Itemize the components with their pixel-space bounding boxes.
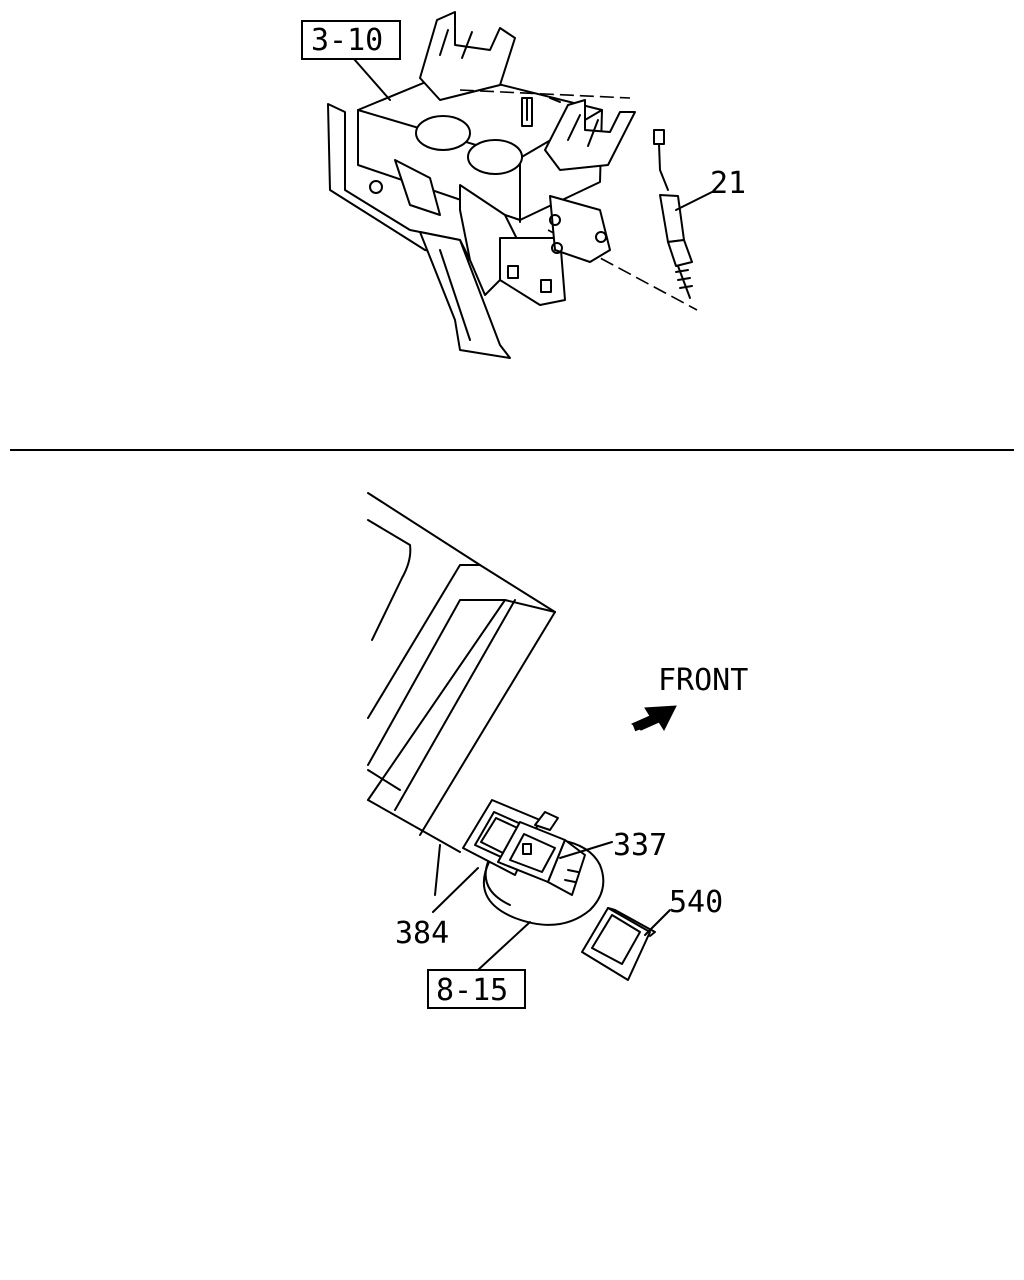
reference-8-15-leader	[477, 921, 531, 971]
callout-337-leader	[559, 841, 613, 859]
callout-384-leader	[432, 867, 479, 913]
reference-box-8-15: 8-15	[427, 969, 526, 1009]
pedal-bracket-assembly	[327, 11, 698, 359]
reference-box-3-10: 3-10	[301, 20, 401, 60]
front-label: FRONT	[658, 663, 748, 698]
callout-21-leader	[675, 191, 713, 211]
callout-540-leader	[644, 909, 671, 936]
svg-text:8-15: 8-15	[436, 973, 508, 1008]
instrument-panel-outline	[367, 492, 556, 896]
blank-cap-540	[581, 907, 656, 981]
callout-540: 540	[669, 885, 723, 920]
brake-switch-21	[653, 129, 693, 299]
front-arrow	[630, 705, 677, 732]
svg-text:3-10: 3-10	[311, 23, 383, 58]
callout-384: 384	[395, 916, 449, 951]
reference-3-10-leader	[353, 58, 391, 101]
callout-337: 337	[613, 828, 667, 863]
callout-21: 21	[710, 166, 746, 201]
